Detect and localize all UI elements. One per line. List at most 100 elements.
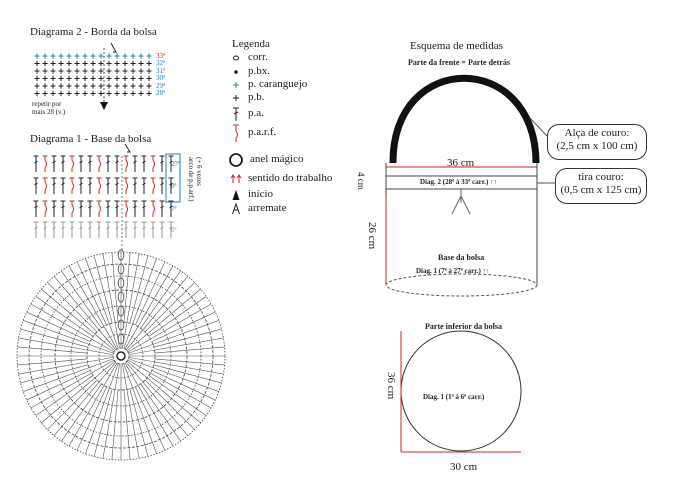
bottom-title: Parte inferior da bolsa: [425, 322, 502, 331]
stitch-spoke: [140, 383, 181, 442]
dc-stitch: [96, 221, 102, 238]
stitch-spoke: [128, 320, 219, 354]
sc-stitch: [82, 90, 88, 97]
measures-title: Esquema de medidas: [410, 40, 503, 52]
sc-stitch: [42, 60, 48, 67]
sc-stitch: [114, 90, 120, 97]
sc-stitch: [82, 60, 88, 67]
chain-stitch: [117, 291, 125, 303]
stitch-spoke: [124, 265, 174, 350]
stitch-spoke: [122, 363, 140, 459]
crab-stitch: [138, 53, 144, 59]
stitch-spoke: [35, 296, 94, 337]
bag-base-ellipse: [385, 273, 538, 297]
fpdc-stitch: [152, 156, 155, 172]
dc-stitch: [105, 221, 111, 238]
dc-stitch: [159, 177, 165, 194]
sc-stitch: [98, 83, 104, 89]
stitch-spoke: [151, 370, 216, 401]
sc-stitch: [90, 68, 96, 74]
legend-label: início: [248, 188, 274, 200]
bottom-circle: [400, 330, 522, 452]
sc-stitch: [122, 90, 128, 97]
sc-stitch: [106, 90, 112, 97]
dc-stitch: [168, 155, 174, 172]
dc-stitch: [60, 155, 66, 172]
stitch-spoke: [144, 379, 195, 430]
crab-stitch: [114, 53, 120, 59]
dot-icon: [234, 70, 238, 74]
stitch-spoke: [53, 276, 117, 351]
stitch-spoke: [128, 337, 224, 355]
dc-stitch: [141, 221, 147, 238]
fpdc-stitch: [71, 201, 74, 217]
dc-stitch: [132, 155, 138, 172]
dc-stitch: [168, 200, 174, 217]
crab-stitch: [42, 53, 48, 59]
stitch-spoke: [93, 255, 113, 324]
stitch-spoke: [41, 288, 116, 352]
legend-label: p.a.: [248, 107, 264, 119]
diagram1-title: Diagrama 1 - Base da bolsa: [30, 133, 152, 145]
dc-stitch: [60, 177, 66, 194]
base-circle-chart: [16, 249, 226, 461]
sc-stitch: [66, 83, 72, 89]
row-label: 6ª: [171, 226, 177, 234]
stitch-spoke: [123, 258, 157, 349]
fpdc-stitch: [125, 178, 128, 194]
blue-plus-icon: [233, 82, 239, 88]
red-arrows-icon: ↑↑: [490, 178, 498, 186]
legend-label: arremate: [248, 202, 287, 214]
stitch-spoke: [129, 388, 149, 457]
sc-stitch: [114, 75, 120, 82]
base-label: Diag. 1 (7ª à 27ª carr.) ↑↑: [416, 267, 490, 275]
sc-stitch: [58, 68, 64, 74]
fpdc-stitch: [98, 201, 101, 217]
fpdc-stitch: [125, 201, 128, 217]
dc-stitch: [87, 177, 93, 194]
sc-stitch: [66, 68, 72, 74]
stitch-spoke: [122, 253, 140, 349]
stitch-spoke: [154, 358, 225, 366]
width-label: 36 cm: [447, 157, 475, 169]
stitch-spoke: [93, 388, 113, 457]
fpdc-stitch: [44, 178, 47, 194]
sc-stitch: [58, 90, 64, 97]
outline-arrow-icon: [110, 42, 117, 53]
fpdc-stitch: [71, 178, 74, 194]
stitch-spoke: [76, 261, 107, 326]
stitch-spoke: [23, 320, 114, 354]
stitch-spoke: [85, 258, 119, 349]
filled-arrow-icon: [232, 190, 240, 200]
fpdc-stitch: [98, 156, 101, 172]
sc-stitch: [74, 75, 80, 82]
sc-stitch: [146, 60, 152, 67]
bottom-label: Diag. 1 (1ª à 6ª carr.): [423, 393, 485, 401]
legend-label: sentido do trabalho: [248, 172, 333, 184]
sc-stitch: [90, 90, 96, 97]
dc-stitch: [87, 155, 93, 172]
outline-arrow-icon: [232, 202, 240, 215]
legend-symbols: [229, 55, 243, 215]
stitch-spoke: [17, 358, 88, 366]
dc-stitch: [69, 221, 75, 238]
dc-stitch: [150, 221, 156, 238]
sc-stitch: [50, 60, 56, 67]
crab-stitch: [146, 53, 152, 59]
plus-icon: [233, 95, 239, 101]
sc-stitch: [106, 68, 112, 74]
tall-t-icon: [233, 107, 239, 121]
fpdc-stitch: [125, 156, 128, 172]
stitch-spoke: [111, 252, 119, 323]
strap-info-size: (2,5 cm x 100 cm): [556, 140, 638, 152]
sc-stitch: [146, 68, 152, 74]
stitch-spoke: [153, 328, 222, 348]
dc-stitch: [78, 155, 84, 172]
front-back-label: Parte da frente = Parte detrás: [408, 58, 510, 67]
stitch-spoke: [76, 386, 107, 451]
chain-stitch: [117, 333, 125, 345]
sc-stitch: [130, 60, 136, 67]
stitch-spoke: [153, 364, 222, 384]
band-label-text: Diag. 2 (28ª à 33ª carr.): [420, 178, 489, 186]
sc-stitch: [58, 60, 64, 67]
